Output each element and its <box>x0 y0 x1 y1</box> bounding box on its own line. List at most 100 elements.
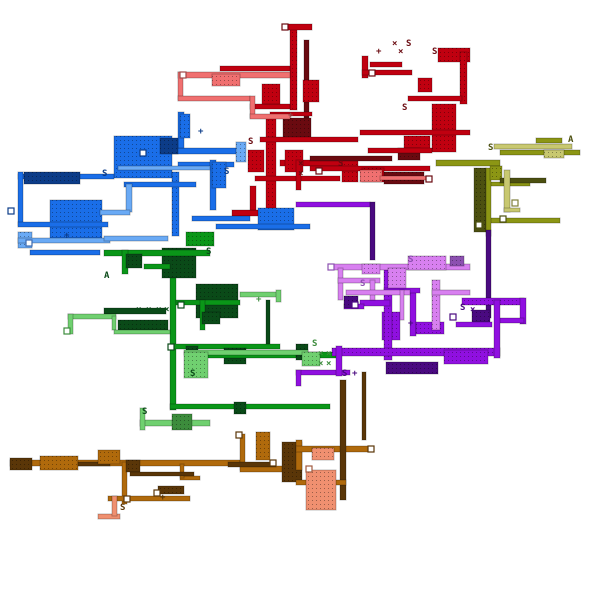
blocked-icon: × <box>156 305 161 315</box>
salmon-room-42 <box>359 169 383 183</box>
olive-room-108 <box>499 149 581 156</box>
khaki-room-113 <box>493 143 573 150</box>
salmon-room-41 <box>249 113 291 120</box>
purple-room-123 <box>385 361 439 375</box>
violet-room-145 <box>387 267 407 289</box>
save-point-icon: S <box>460 303 465 313</box>
save-point-icon: S <box>312 339 317 349</box>
orange-room-172 <box>129 471 195 477</box>
purple-room-126 <box>335 345 343 377</box>
door-marker-icon <box>177 301 185 309</box>
orange-room-162 <box>255 431 271 461</box>
green-room-87 <box>175 299 241 306</box>
door-marker-icon <box>25 239 33 247</box>
red-room-16 <box>249 185 257 211</box>
lightblue-room-66 <box>99 209 131 216</box>
violet-room-140 <box>407 255 447 271</box>
red-room-27 <box>431 103 457 153</box>
door-marker-icon <box>499 215 507 223</box>
blocked-icon: × <box>136 305 141 315</box>
lightgreen-room-96 <box>183 351 209 379</box>
green-room-86 <box>117 319 169 331</box>
blocked-icon: × <box>318 359 323 369</box>
olive-room-111 <box>499 177 547 184</box>
purple-room-129 <box>461 297 525 306</box>
rooms-layer <box>9 23 581 520</box>
door-marker-icon <box>235 431 243 439</box>
blue-room-62 <box>191 215 251 222</box>
door-marker-icon <box>475 221 483 229</box>
lightblue-room-68 <box>103 235 169 242</box>
peach-room-175 <box>97 513 121 520</box>
orange-room-156 <box>121 461 128 505</box>
orange-room-157 <box>107 495 191 502</box>
door-marker-icon <box>63 327 71 335</box>
lightgreen-room-102 <box>113 329 171 335</box>
red-room-20 <box>361 55 369 79</box>
orange-room-160 <box>179 463 185 479</box>
door-marker-icon <box>368 69 376 77</box>
orange-room-155 <box>97 449 121 465</box>
area-label-icon: A <box>104 271 110 281</box>
door-marker-icon <box>123 495 131 503</box>
blue-room-56 <box>29 249 101 256</box>
red-room-8 <box>265 117 277 219</box>
door-marker-icon <box>327 263 335 271</box>
blocked-icon: × <box>298 159 303 169</box>
item-icon: + <box>288 111 294 121</box>
door-marker-icon <box>179 71 187 79</box>
red-room-26 <box>417 77 433 93</box>
save-point-icon: S <box>360 279 365 289</box>
olive-room-109 <box>535 137 563 144</box>
blue-room-47 <box>179 113 191 139</box>
blocked-icon: × <box>470 305 475 315</box>
red-room-21 <box>361 69 413 76</box>
item-icon: + <box>160 493 166 503</box>
blue-room-53 <box>17 171 24 227</box>
door-marker-icon <box>425 175 433 183</box>
door-marker-icon <box>269 459 277 467</box>
save-point-icon: S <box>102 169 107 179</box>
door-marker-icon <box>367 445 375 453</box>
save-point-icon: S <box>402 103 407 113</box>
door-marker-icon <box>167 343 175 351</box>
item-icon: + <box>64 231 70 241</box>
door-marker-icon <box>153 489 161 497</box>
blocked-icon: × <box>318 349 323 359</box>
blocked-icon: × <box>326 359 331 369</box>
purple-room-125 <box>295 369 302 387</box>
item-icon: + <box>408 319 414 329</box>
violet-room-141 <box>337 267 344 301</box>
green-room-82 <box>233 401 247 415</box>
blue-room-55 <box>17 221 109 228</box>
orange-room-171 <box>125 459 141 473</box>
khaki-room-115 <box>503 207 521 213</box>
khaki-room-114 <box>543 149 565 159</box>
blocked-icon: × <box>398 47 403 57</box>
purple-room-116 <box>295 201 371 208</box>
save-point-icon: S <box>488 143 493 153</box>
green-room-90 <box>201 311 221 325</box>
door-marker-icon <box>511 199 519 207</box>
lightblue-room-65 <box>125 183 133 213</box>
red-room-0 <box>289 27 298 111</box>
save-point-icon: S <box>406 39 411 49</box>
red-room-3 <box>302 79 320 103</box>
purple-room-134 <box>455 321 493 328</box>
red-room-5 <box>249 103 291 110</box>
blocked-icon: × <box>146 305 151 315</box>
door-marker-icon <box>315 167 323 175</box>
blue-room-45 <box>171 147 241 155</box>
orange-room-167 <box>339 379 347 501</box>
door-marker-icon <box>281 23 289 31</box>
green-room-81 <box>169 403 331 410</box>
red-room-31 <box>367 147 433 154</box>
red-room-9 <box>247 149 265 173</box>
violet-room-148 <box>449 255 465 267</box>
khaki-room-112 <box>503 169 511 213</box>
save-point-icon: S <box>408 255 413 265</box>
purple-room-130 <box>519 297 527 325</box>
purple-room-128 <box>409 289 417 337</box>
